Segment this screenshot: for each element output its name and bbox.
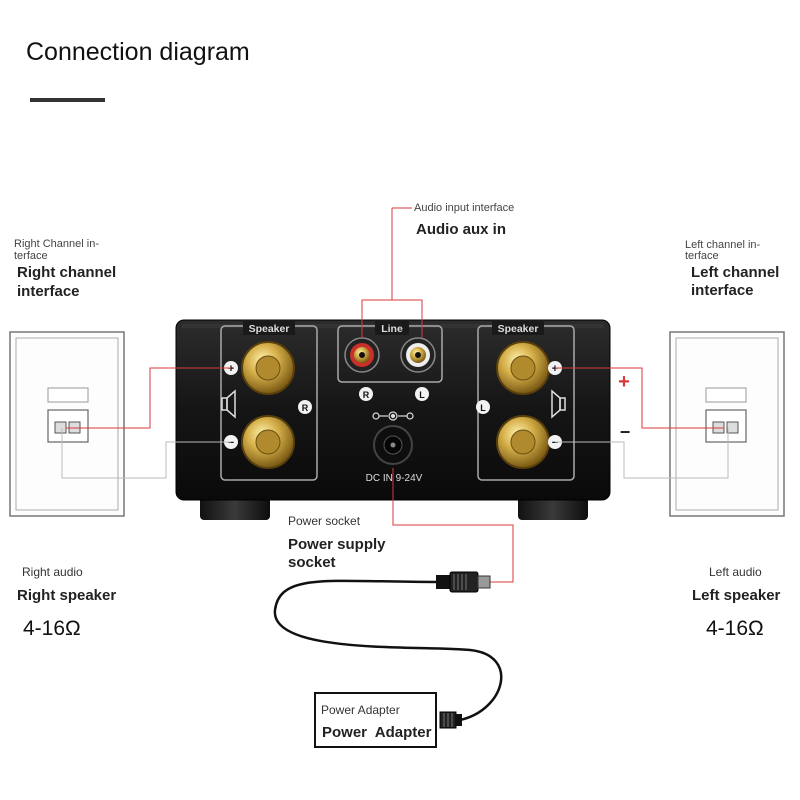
right-speaker-label: Right speaker xyxy=(17,587,117,604)
left-interface-label-1: Left channel xyxy=(691,264,780,281)
audio-input-label: Audio aux in xyxy=(416,221,506,238)
left-interface-small-label-1: Left channel in- xyxy=(685,239,761,251)
power-adapter-label: Power Adapter xyxy=(322,724,432,741)
speaker-symbol-icon xyxy=(551,389,566,419)
power-adapter-small-label: Power Adapter xyxy=(321,703,400,717)
left-interface-small-label-2: terface xyxy=(685,250,719,262)
channel-l-text: L xyxy=(480,403,486,413)
positive-wires xyxy=(66,207,724,583)
dc-power-jack xyxy=(373,425,413,465)
speaker-label-left-channel: Speaker xyxy=(498,323,539,335)
terminal-plus-text: + xyxy=(552,363,558,375)
right-interface-label-1: Right channel xyxy=(17,264,117,281)
audio-input-small-label: Audio input interface xyxy=(414,202,515,214)
left-interface-label-2: interface xyxy=(691,282,754,299)
power-cable xyxy=(273,579,503,722)
right-impedance-label: 4-16Ω xyxy=(23,617,81,640)
jack-l-badge xyxy=(415,387,429,401)
channel-r-badge xyxy=(298,400,312,414)
channel-l-badge xyxy=(476,400,490,414)
page-title: Connection diagram xyxy=(26,38,250,66)
left-speaker-cabinet xyxy=(669,331,785,517)
dc-in-label: DC IN 9-24V xyxy=(366,473,423,484)
minus-polarity-marker: − xyxy=(620,422,631,442)
terminal-minus-text: − xyxy=(228,437,234,449)
channel-r-text: R xyxy=(302,403,309,413)
right-interface-small-label-1: Right Channel in- xyxy=(14,238,99,250)
jack-l-text: L xyxy=(419,390,425,400)
adapter-plug-icon xyxy=(439,711,462,729)
left-impedance-label: 4-16Ω xyxy=(706,617,764,640)
power-adapter-box xyxy=(314,692,437,748)
left-audio-small-label: Left audio xyxy=(709,565,762,579)
jack-r-badge xyxy=(359,387,373,401)
negative-wires xyxy=(61,428,729,479)
speaker-label-right-channel: Speaker xyxy=(249,323,290,335)
power-socket-label-2: socket xyxy=(288,554,336,571)
title-underline xyxy=(30,98,105,102)
right-interface-label-2: interface xyxy=(17,283,80,300)
left-speaker-label: Left speaker xyxy=(692,587,781,604)
power-socket-small-label: Power socket xyxy=(288,514,361,528)
amplifier-rear-panel xyxy=(175,319,611,501)
power-socket-label-1: Power supply xyxy=(288,536,386,553)
right-interface-small-label-2: terface xyxy=(14,250,48,262)
plus-polarity-marker: + xyxy=(618,371,630,393)
right-speaker-cabinet xyxy=(9,331,125,517)
right-audio-small-label: Right audio xyxy=(22,565,83,579)
jack-r-text: R xyxy=(363,390,370,400)
dc-plug-icon xyxy=(436,571,491,593)
line-label: Line xyxy=(381,323,403,335)
terminal-plus-text: + xyxy=(228,363,234,375)
speaker-symbol-icon xyxy=(221,389,236,419)
dc-polarity-icon xyxy=(372,411,414,421)
terminal-minus-text: − xyxy=(552,437,558,449)
